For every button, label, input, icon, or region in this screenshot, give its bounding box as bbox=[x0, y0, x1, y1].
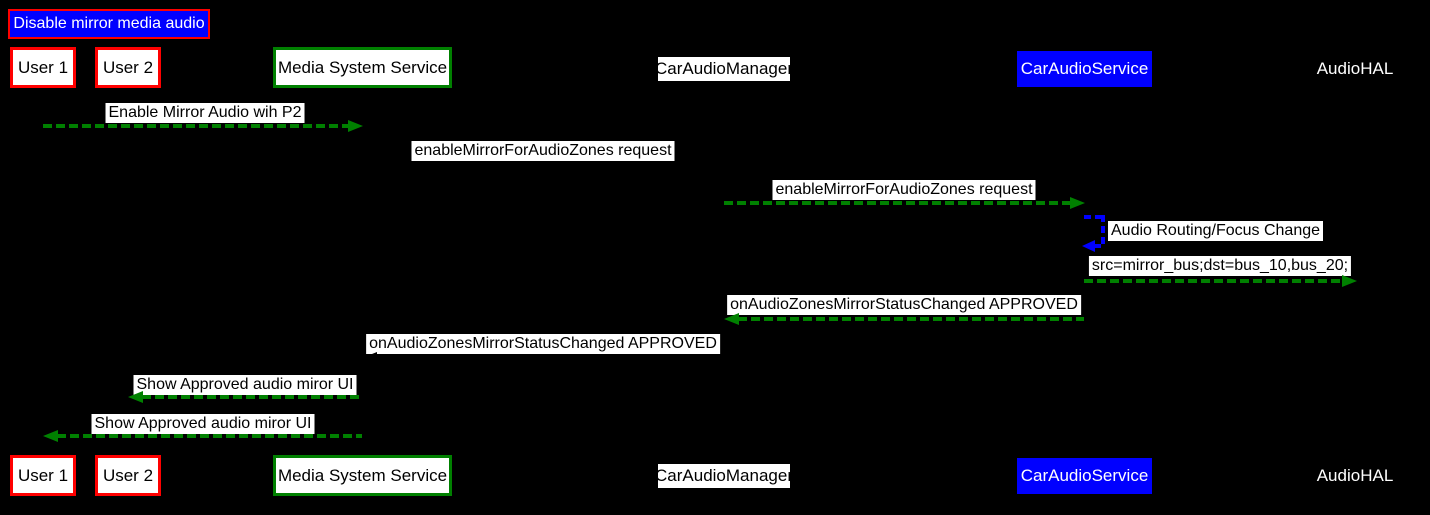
message-label-enable-mirror-audio: Enable Mirror Audio wih P2 bbox=[105, 103, 305, 123]
arrowhead-right-icon bbox=[710, 159, 725, 171]
lifeline-user1 bbox=[43, 88, 44, 455]
diagram-title: Disable mirror media audio bbox=[8, 9, 210, 39]
arrowhead-right-icon bbox=[348, 120, 363, 132]
arrowhead-right-icon bbox=[1342, 275, 1357, 287]
message-arrow-line bbox=[142, 395, 362, 399]
message-label-enable-mirror-zones-2: enableMirrorForAudioZones request bbox=[772, 180, 1036, 200]
self-message-right-line bbox=[1101, 215, 1105, 248]
lifeline-media-system-service bbox=[362, 88, 363, 455]
participant-top-audiohal: AudioHAL bbox=[1316, 59, 1394, 78]
lifeline-caraudiomanager bbox=[724, 88, 725, 455]
message-label-status-changed-1: onAudioZonesMirrorStatusChanged APPROVED bbox=[727, 295, 1081, 315]
message-arrow-line bbox=[362, 163, 710, 167]
message-arrow-line bbox=[376, 356, 724, 360]
arrowhead-left-icon bbox=[1082, 240, 1095, 252]
self-message-bottom-line bbox=[1094, 244, 1104, 248]
message-arrow-line bbox=[57, 434, 362, 438]
participant-top-user2: User 2 bbox=[95, 47, 161, 88]
lifeline-caraudioservice bbox=[1084, 88, 1085, 455]
participant-bottom-audiohal: AudioHAL bbox=[1316, 466, 1394, 485]
lifeline-user2 bbox=[128, 88, 129, 455]
participant-top-caraudioservice: CarAudioService bbox=[1017, 51, 1152, 87]
message-arrow-line bbox=[738, 317, 1084, 321]
participant-top-media-system-service: Media System Service bbox=[273, 47, 452, 88]
arrowhead-left-icon bbox=[128, 391, 143, 403]
arrowhead-left-icon bbox=[43, 430, 58, 442]
message-arrow-line bbox=[43, 124, 348, 128]
lifeline-audiohal bbox=[1355, 88, 1356, 455]
participant-top-user1: User 1 bbox=[10, 47, 76, 88]
arrowhead-right-icon bbox=[1070, 197, 1085, 209]
message-label-show-approved-1: Show Approved audio miror UI bbox=[133, 375, 357, 395]
message-label-enable-mirror-zones-1: enableMirrorForAudioZones request bbox=[411, 141, 675, 161]
participant-bottom-user1: User 1 bbox=[10, 455, 76, 496]
message-label-show-approved-2: Show Approved audio miror UI bbox=[91, 414, 315, 434]
self-message-top-line bbox=[1084, 215, 1106, 219]
arrowhead-left-icon bbox=[724, 313, 739, 325]
participant-bottom-caraudioservice: CarAudioService bbox=[1017, 458, 1152, 494]
message-label-src-mirror-bus: src=mirror_bus;dst=bus_10,bus_20; bbox=[1088, 256, 1352, 276]
participant-bottom-media-system-service: Media System Service bbox=[273, 455, 452, 496]
arrowhead-left-icon bbox=[362, 352, 377, 364]
participant-top-caraudiomanager: CarAudioManager bbox=[655, 57, 793, 81]
participant-bottom-caraudiomanager: CarAudioManager bbox=[655, 464, 793, 488]
message-arrow-line bbox=[724, 201, 1070, 205]
message-arrow-line bbox=[1084, 279, 1342, 283]
message-label-status-changed-2: onAudioZonesMirrorStatusChanged APPROVED bbox=[366, 334, 720, 354]
participant-bottom-user2: User 2 bbox=[95, 455, 161, 496]
message-label-audio-routing: Audio Routing/Focus Change bbox=[1108, 221, 1324, 241]
